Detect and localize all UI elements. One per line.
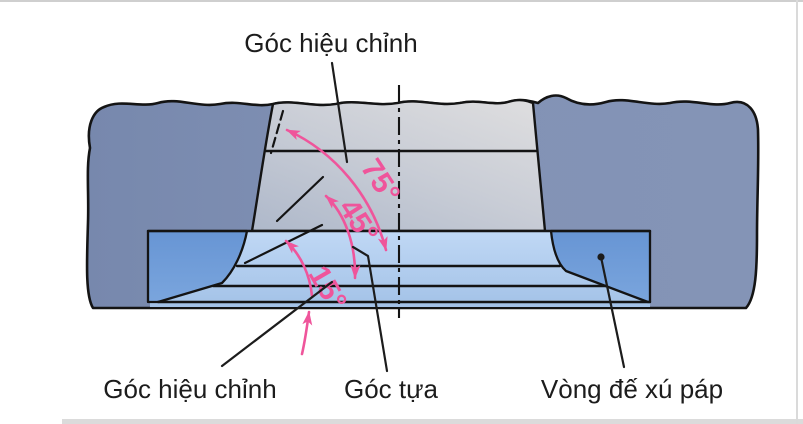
- leader-seat-ring-dot: [597, 253, 605, 261]
- leader-seat-ring: [599, 255, 626, 369]
- angle-arcs: [284, 128, 388, 356]
- label-seat-angle: Góc tựa: [344, 374, 439, 404]
- arc-75: [285, 128, 388, 252]
- arc-15-upper: [284, 239, 314, 298]
- scan-artifact-right: [796, 0, 798, 424]
- arc-45: [324, 194, 361, 280]
- scan-artifact-bottom: [62, 419, 803, 424]
- valve-seat-ring-left: [146, 229, 249, 304]
- scan-artifact-top: [0, 0, 803, 2]
- arc-15-lower: [300, 310, 313, 356]
- extension-line-75: [269, 109, 285, 155]
- leader-top-correction: [330, 61, 349, 164]
- label-bottom-correction-angle: Góc hiệu chỉnh: [103, 374, 276, 404]
- label-valve-seat-ring: Vòng đế xú páp: [541, 374, 723, 404]
- label-top-correction-angle: Góc hiệu chỉnh: [244, 28, 417, 58]
- leader-bottom-correction: [220, 280, 334, 368]
- leader-lines: [220, 61, 626, 373]
- leader-seat-angle: [351, 245, 389, 373]
